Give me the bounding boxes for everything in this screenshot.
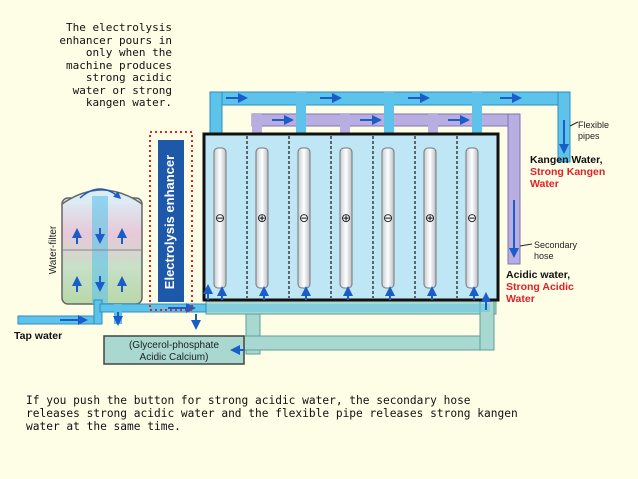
electrode-symbol: ⊖ xyxy=(299,211,309,225)
electrode-rod: ⊕ xyxy=(339,147,353,289)
flexible-label-2: pipes xyxy=(578,131,600,141)
inlet-manifold xyxy=(150,286,490,312)
bottom-caption: If you push the button for strong acidic… xyxy=(26,394,518,433)
electrode-rod: ⊕ xyxy=(255,147,269,289)
top-annotation: The electrolysis enhancer pours in only … xyxy=(59,21,172,109)
kangen-label-2: Strong Kangen xyxy=(530,166,605,178)
acidic-label-1: Acidic water, xyxy=(506,269,570,281)
water-filter-label: Water-filter xyxy=(48,225,59,274)
electrode-symbol: ⊖ xyxy=(383,211,393,225)
flexible-label-1: Flexible xyxy=(578,120,609,130)
label-leaders xyxy=(519,121,579,247)
electrode-rods: ⊖ ⊕ ⊖ ⊕ ⊖ ⊕ ⊖ xyxy=(213,147,479,289)
electrode-rod: ⊕ xyxy=(423,147,437,289)
electrode-symbol: ⊕ xyxy=(341,211,351,225)
glycerol-label-2: Acidic Calcium) xyxy=(140,352,209,363)
water-filter: Water-filter xyxy=(48,188,143,305)
flow-arrows-top xyxy=(203,93,569,310)
electrode-rod: ⊖ xyxy=(381,147,395,289)
tap-water-label: Tap water xyxy=(14,330,62,342)
kangen-label-3: Water xyxy=(530,178,559,190)
enhancer-label: Electrolysis enhancer xyxy=(162,155,177,289)
tap-water-pipe: Tap water xyxy=(14,299,103,342)
acidic-label-3: Water xyxy=(506,293,535,305)
electrode-symbol: ⊖ xyxy=(467,211,477,225)
glycerol-label-1: (Glycerol-phosphate xyxy=(129,340,219,351)
electrode-symbol: ⊕ xyxy=(257,211,267,225)
secondary-label-2: hose xyxy=(534,251,554,261)
electrode-symbol: ⊕ xyxy=(425,211,435,225)
acidic-label-2: Strong Acidic xyxy=(506,281,574,293)
electrode-rod: ⊖ xyxy=(213,147,227,289)
electrolysis-enhancer: Electrolysis enhancer xyxy=(149,131,193,311)
electrode-rod: ⊖ xyxy=(297,147,311,289)
electrode-rod: ⊖ xyxy=(465,147,479,289)
kangen-label-1: Kangen Water, xyxy=(530,154,603,166)
glycerol-box: (Glycerol-phosphate Acidic Calcium) xyxy=(103,335,245,365)
electrode-symbol: ⊖ xyxy=(215,211,225,225)
secondary-label-1: Secondary xyxy=(534,240,578,250)
filter-to-chamber-pipe xyxy=(99,303,207,330)
